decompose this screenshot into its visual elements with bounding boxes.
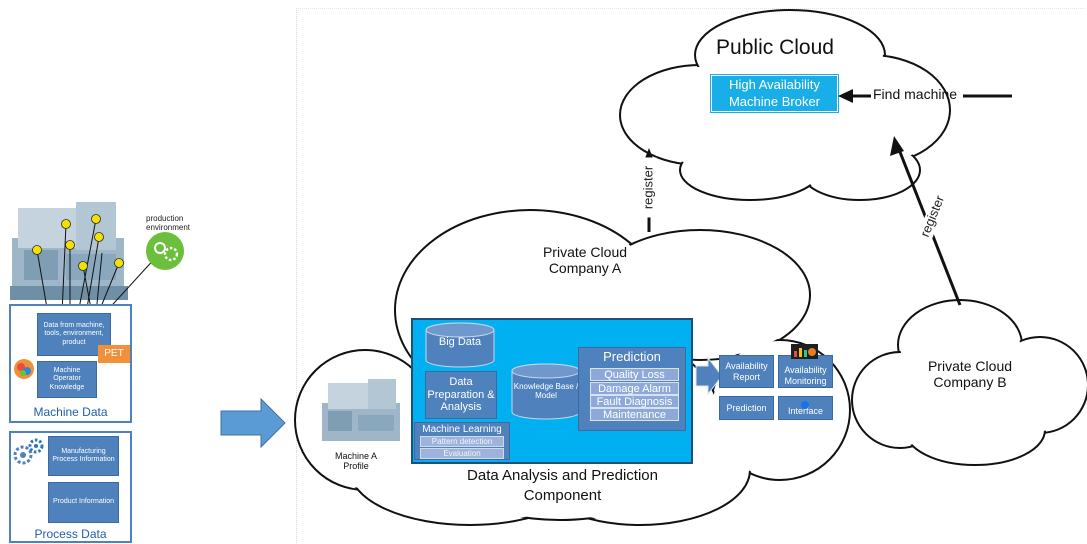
evaluation-item: Evaluation xyxy=(420,448,504,459)
machine-data-caption: Machine Data xyxy=(33,405,108,419)
prediction-item-quality-loss: Quality Loss xyxy=(590,368,679,381)
private-cloud-a-title: Private Cloud Company A xyxy=(542,244,628,277)
dashboard-icon xyxy=(791,344,818,359)
component-caption: Data Analysis and Prediction Component xyxy=(467,467,658,504)
diagram-frame xyxy=(296,8,1085,543)
big-data-label: Big Data xyxy=(438,336,482,348)
machine-operator-box: Machine Operator Knowledge xyxy=(37,361,97,398)
output-arrow xyxy=(695,356,723,396)
production-environment-label: production environment xyxy=(146,214,191,233)
public-cloud-title: Public Cloud xyxy=(716,36,834,59)
prediction-item-maintenance: Maintenance xyxy=(590,408,679,421)
data-preparation-box: Data Preparation & Analysis xyxy=(425,371,497,419)
private-cloud-b-title: Private Cloud Company B xyxy=(927,358,1013,391)
knowledge-base-label: Knowledge Base / Model xyxy=(513,382,579,401)
operator-icon xyxy=(12,357,36,381)
process-data-caption: Process Data xyxy=(34,527,107,541)
pet-badge: PET xyxy=(98,345,130,363)
production-environment-icon xyxy=(146,232,184,270)
machine-learning-label: Machine Learning xyxy=(422,424,502,435)
availability-monitoring-box: Availability Monitoring xyxy=(778,355,833,388)
machine-a-profile-label: Machine A Profile xyxy=(334,451,378,472)
find-machine-label: Find machine xyxy=(873,86,958,102)
availability-report-box: Availability Report xyxy=(719,355,774,388)
interface-icon xyxy=(800,400,810,409)
prediction-item-damage-alarm: Damage Alarm xyxy=(590,382,679,395)
broker-box: High Availability Machine Broker xyxy=(710,74,839,113)
prediction-item-fault-diagnosis: Fault Diagnosis xyxy=(590,395,679,408)
product-information-box: Product Information xyxy=(48,482,119,523)
prediction-output-box: Prediction xyxy=(719,396,774,420)
machine-a-image xyxy=(318,377,404,445)
big-data-cylinder xyxy=(425,322,495,368)
register-label-a: register xyxy=(641,157,657,218)
sensor-lines xyxy=(32,214,162,316)
knowledge-base-cylinder xyxy=(511,363,581,420)
prediction-title: Prediction xyxy=(603,349,661,364)
manufacturing-process-box: Manufacturing Process Information xyxy=(48,436,119,476)
gears-icon xyxy=(12,437,44,467)
pattern-detection-item: Pattern detection xyxy=(420,436,504,447)
